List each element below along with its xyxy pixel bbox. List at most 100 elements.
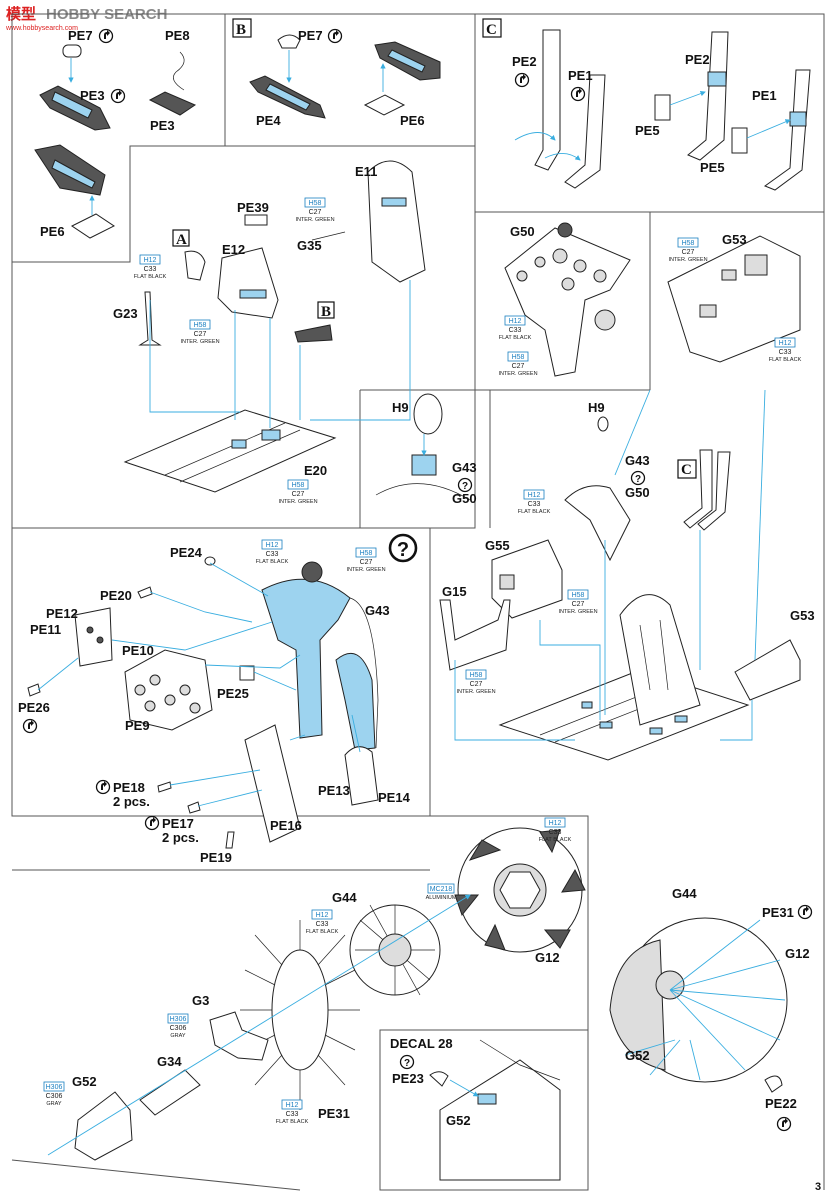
pe13-pe14-plates xyxy=(344,746,379,806)
svg-text:FLAT BLACK: FLAT BLACK xyxy=(539,837,572,843)
label-pe7-b: PE7 xyxy=(298,28,323,43)
label-g43: G43 xyxy=(452,460,477,475)
label-pe22: PE22 xyxy=(765,1096,797,1111)
svg-text:FLAT BLACK: FLAT BLACK xyxy=(134,274,167,280)
svg-text:C27: C27 xyxy=(572,601,585,608)
panel-g50: H12 C33 FLAT BLACK H58 C27 INTER. GREEN … xyxy=(498,222,631,377)
label-g12-b: G12 xyxy=(785,946,810,961)
svg-text:FLAT BLACK: FLAT BLACK xyxy=(769,357,802,363)
label-pe20: PE20 xyxy=(100,588,132,603)
svg-text:H12: H12 xyxy=(266,542,279,549)
label-pe6-b: PE6 xyxy=(400,113,425,128)
callout-h12-g12: H12 C33 FLAT BLACK xyxy=(539,817,572,843)
e20-floor xyxy=(123,409,337,493)
label-pe17: PE17 xyxy=(162,816,194,831)
callout-h12-g44: H12 C33 FLAT BLACK xyxy=(306,909,339,935)
g53-assembly xyxy=(734,639,801,701)
label-pe5-b: PE5 xyxy=(700,160,725,175)
label-g34: G34 xyxy=(157,1054,182,1069)
svg-text:INTER. GREEN: INTER. GREEN xyxy=(180,339,219,345)
label-g52: G52 xyxy=(72,1074,97,1089)
callout-h58-g55: H58 C27 INTER. GREEN xyxy=(558,589,598,615)
svg-text:FLAT BLACK: FLAT BLACK xyxy=(276,1119,309,1125)
label-pe8: PE8 xyxy=(165,28,190,43)
label-g55: G55 xyxy=(485,538,510,553)
pe5-part-b xyxy=(731,127,748,154)
pe6-plate-b xyxy=(363,94,406,116)
svg-text:C27: C27 xyxy=(292,491,305,498)
callout-h12-g23: H12 C33 FLAT BLACK xyxy=(134,254,167,280)
panel-c: C PE2 PE1 PE2 PE1 PE5 PE5 xyxy=(482,18,811,191)
svg-text:H12: H12 xyxy=(528,492,541,499)
svg-text:H12: H12 xyxy=(286,1102,299,1109)
g44-cylinders xyxy=(349,904,441,996)
label-pe5: PE5 xyxy=(635,123,660,138)
seat-part-a xyxy=(184,250,206,281)
svg-text:H58: H58 xyxy=(309,200,322,207)
label-g50-b: G50 xyxy=(452,491,477,506)
g12-engine-front xyxy=(454,827,586,953)
label-g53-b: G53 xyxy=(790,608,815,623)
label-g50: G50 xyxy=(510,224,535,239)
svg-text:H58: H58 xyxy=(360,550,373,557)
panel-b: B PE7 PE4 PE6 xyxy=(232,18,441,128)
label-pe19: PE19 xyxy=(200,850,232,865)
label-pe23: PE23 xyxy=(392,1071,424,1086)
label-pe3-b: PE3 xyxy=(150,118,175,133)
label-g3: G3 xyxy=(192,993,209,1008)
label-pe39: PE39 xyxy=(237,200,269,215)
callout-h306-g52: H306 C306 GRAY xyxy=(43,1081,65,1107)
panel-frames xyxy=(11,13,825,1191)
label-pe11: PE11 xyxy=(30,622,61,637)
label-g12: G12 xyxy=(535,950,560,965)
svg-text:C33: C33 xyxy=(286,1111,299,1118)
pe3-buckle xyxy=(148,91,197,116)
g43-mini xyxy=(564,485,631,562)
svg-text:H12: H12 xyxy=(549,820,562,827)
svg-text:H58: H58 xyxy=(292,482,305,489)
svg-text:INTER. GREEN: INTER. GREEN xyxy=(295,217,334,223)
svg-text:C33: C33 xyxy=(316,921,329,928)
callout-h12-g53: H12 C33 FLAT BLACK xyxy=(769,337,802,363)
label-g44: G44 xyxy=(332,890,357,905)
label-g53: G53 xyxy=(722,232,747,247)
svg-text:C306: C306 xyxy=(170,1025,187,1032)
label-pe18: PE18 xyxy=(113,780,145,795)
label-h9-b: H9 xyxy=(588,400,605,415)
svg-text:C27: C27 xyxy=(512,363,525,370)
svg-text:FLAT BLACK: FLAT BLACK xyxy=(306,929,339,935)
callout-h58-floor: H58 C27 INTER. GREEN xyxy=(180,319,220,345)
callout-h58-e11: H58 C27 INTER. GREEN xyxy=(295,197,335,223)
panel-cockpit-assembly: H9 G43 G50 C H12 C33 FLAT BLACK xyxy=(439,389,815,761)
label-g43-c: G43 xyxy=(365,603,390,618)
panel-g53: H58 C27 INTER. GREEN H12 C33 FLAT BLACK … xyxy=(667,232,802,363)
svg-text:C33: C33 xyxy=(779,349,792,356)
svg-text:C33: C33 xyxy=(509,327,522,334)
step-marker-c: C xyxy=(486,22,497,38)
label-g35: G35 xyxy=(297,238,322,253)
label-g23: G23 xyxy=(113,306,138,321)
callout-h58-g53: H58 C27 INTER. GREEN xyxy=(668,237,708,263)
callout-h58-g15: H58 C27 INTER. GREEN xyxy=(456,669,496,695)
label-pe14: PE14 xyxy=(378,790,411,805)
step-marker-a: A xyxy=(176,232,187,248)
pe12-pe11-plates xyxy=(74,607,113,667)
pe39-part xyxy=(244,214,268,226)
callout-h12-g50: H12 C33 FLAT BLACK xyxy=(499,315,532,341)
callout-h58-g50: H58 C27 INTER. GREEN xyxy=(498,351,538,377)
svg-text:H12: H12 xyxy=(144,257,157,264)
svg-text:C33: C33 xyxy=(549,829,562,836)
label-pe12: PE12 xyxy=(46,606,78,621)
svg-text:H306: H306 xyxy=(46,1084,63,1091)
svg-text:H306: H306 xyxy=(170,1016,187,1023)
svg-text:MC218: MC218 xyxy=(430,886,453,893)
e11-part xyxy=(367,160,426,283)
panel-belts-left: PE7 PE8 PE3 PE3 PE6 xyxy=(34,28,197,239)
pe2-strap-a xyxy=(534,29,561,171)
label-pe16: PE16 xyxy=(270,818,302,833)
panel-engine-wiring: G44 PE31 G12 G52 PE22 xyxy=(609,886,813,1132)
panel-h9-detail: H9 G43 G50 xyxy=(375,393,477,506)
panel-g43-detail: H12 C33 FLAT BLACK H58 C27 INTER. GREEN … xyxy=(18,533,418,865)
g52-hub xyxy=(74,1091,133,1161)
